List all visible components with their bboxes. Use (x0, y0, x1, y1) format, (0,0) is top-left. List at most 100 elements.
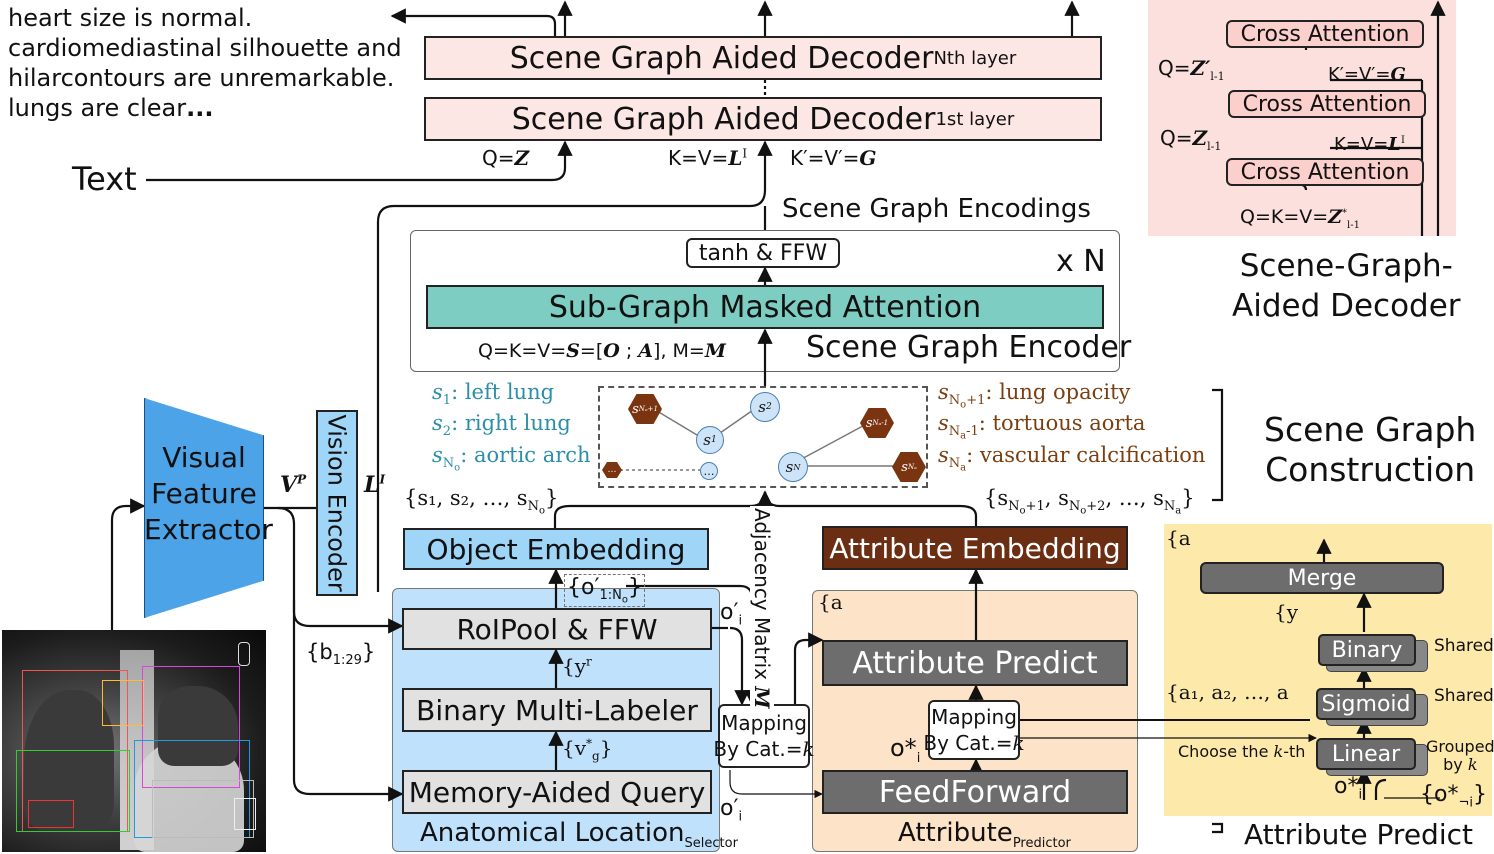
o-star-text: o* (890, 734, 917, 762)
attribute-predictor-title: AttributePredictor (898, 818, 1071, 851)
encoder-formula: Q=K=V=S=[O ; A], M=M (478, 340, 726, 362)
sub-graph-masked-attention: Sub-Graph Masked Attention (426, 285, 1104, 329)
grouped-line-1: Grouped (1426, 737, 1494, 756)
rp-o-neg-sub: ¬i (1458, 795, 1473, 811)
v-set-sup: * (586, 736, 593, 751)
o-set-sub: 1:N (599, 588, 622, 604)
legend-subsub: o (454, 462, 461, 474)
attr-predictor-text: Attribute (898, 818, 1013, 848)
legend-sub: N (442, 456, 455, 472)
node-sym: s (865, 415, 873, 431)
decoder-kv-label: K=V=LI (668, 146, 747, 170)
attribute-node-set: {sNo+1, sNo+2, …, sNa} (984, 486, 1195, 517)
set-right-text: {s (984, 486, 1009, 510)
sgad-title-line-1: Scene-Graph- (1239, 248, 1453, 284)
mapping-k: k (1012, 731, 1025, 755)
legend-subsub: a (960, 430, 967, 442)
rp-y-set: {y (1274, 600, 1298, 624)
decoder-1st-sub: 1st layer (935, 108, 1015, 130)
formula-m: M (704, 340, 726, 362)
li-sym: L (364, 472, 380, 498)
y-set-text: {y (562, 654, 587, 678)
xray-box-6 (152, 780, 254, 838)
legend-sym: s (432, 443, 443, 467)
formula-end: ], M= (653, 340, 705, 362)
report-line-3: hilarcontours are unremarkable. (8, 64, 395, 92)
node-sym: s (758, 398, 766, 416)
set-left-subsub: o (538, 505, 545, 517)
choose-k: k (1273, 742, 1284, 761)
o-prime-i-label-top: o′i (720, 600, 742, 628)
formula-a: A (638, 340, 654, 362)
sgad-title-line-2: Aided Decoder (1232, 288, 1461, 324)
b-text: {b (306, 640, 333, 664)
set-right-tail: , …, s (1105, 486, 1164, 510)
legend-left-2: s2: right lung (432, 411, 571, 439)
o-star-sub: i (916, 750, 921, 766)
mapping-line-2: By Cat.= (923, 731, 1013, 755)
roipool-ffw: RoIPool & FFW (402, 608, 712, 650)
legend-right-2: sNa-1: tortuous aorta (938, 411, 1145, 442)
vfe-line-2: Feature (151, 477, 257, 510)
q1-sub: l-1 (1210, 70, 1225, 83)
sgc-line-2: Construction (1265, 450, 1476, 489)
adjacency-text: Adjacency Matrix (750, 508, 774, 680)
o-prime-text: o′ (720, 600, 739, 625)
visual-feature-extractor-label: Visual Feature Extractor (144, 440, 273, 548)
mapping-k: k (802, 737, 815, 761)
report-line-4-text: lungs are clear (8, 94, 187, 122)
mapping-line-2: By Cat.= (713, 737, 803, 761)
legend-right-3: sNa: vascular calcification (938, 443, 1205, 474)
legend-text: : left lung (451, 380, 555, 404)
formula-sep: ; (619, 340, 639, 362)
scene-graph-encoder-title: Scene Graph Encoder (806, 330, 1132, 365)
decoder-q-label: Q=Z (482, 146, 529, 170)
visual-feature-extractor (144, 398, 264, 618)
b-end: } (361, 640, 376, 664)
report-line-1: heart size is normal. (8, 4, 253, 32)
o-set-end: } (627, 575, 642, 600)
o-prime-text: o′ (720, 796, 739, 821)
legend-sym: s (432, 411, 443, 435)
decoder-kv2-label: K′=V′=G (790, 146, 877, 170)
linear-box: Linear (1316, 738, 1416, 770)
legend-text: : aortic arch (460, 443, 591, 467)
adjacency-m: M (750, 686, 774, 709)
sigmoid-box: Sigmoid (1316, 688, 1416, 720)
set-right-a-subsub: o (1019, 505, 1026, 517)
legend-left-1: s1: left lung (432, 380, 554, 408)
feedforward-box: FeedForward (822, 770, 1128, 814)
v-set-sub: g (592, 749, 600, 763)
cross-attention-2: Cross Attention (1228, 90, 1426, 118)
o-prime-i-label-bottom: o′i (720, 796, 742, 824)
mapping-line-1: Mapping (931, 705, 1017, 729)
sgad-kv1-label: K′=V′=G (1328, 64, 1406, 85)
q2-text: Q= (1160, 126, 1193, 150)
legend-text: : lung opacity (985, 380, 1131, 404)
legend-sym: s (938, 411, 949, 435)
vision-encoder-label: Vision Encoder (323, 414, 351, 592)
set-right-b-end: +2 (1086, 499, 1106, 515)
vision-encoder: Vision Encoder (316, 410, 358, 596)
rp-y-text: {y (1274, 600, 1299, 624)
legend-subsub: a (960, 462, 967, 474)
attribute-a-set: {a (818, 590, 843, 614)
sgad-title: Scene-Graph- Aided Decoder (1232, 246, 1461, 326)
report-line-2: cardiomediastinal silhouette and (8, 34, 402, 62)
set-right-b-sub: N (1068, 499, 1081, 515)
xray-box-8 (234, 798, 256, 830)
object-feature-set: {o′1:No} (564, 574, 645, 607)
set-left-sub: N (527, 499, 539, 515)
kv1-text: K′=V′= (1328, 64, 1391, 85)
legend-text: : tortuous aorta (978, 411, 1146, 435)
rp-a-set: {a₁, a₂, …, a (1166, 680, 1289, 704)
a-set-text: {a (818, 590, 843, 614)
text-label: Text (72, 160, 137, 198)
formula-prefix: Q=K=V= (478, 340, 567, 362)
object-node-set: {s₁, s₂, …, sNo} (404, 486, 558, 517)
q3-sym: Z (1328, 206, 1343, 228)
